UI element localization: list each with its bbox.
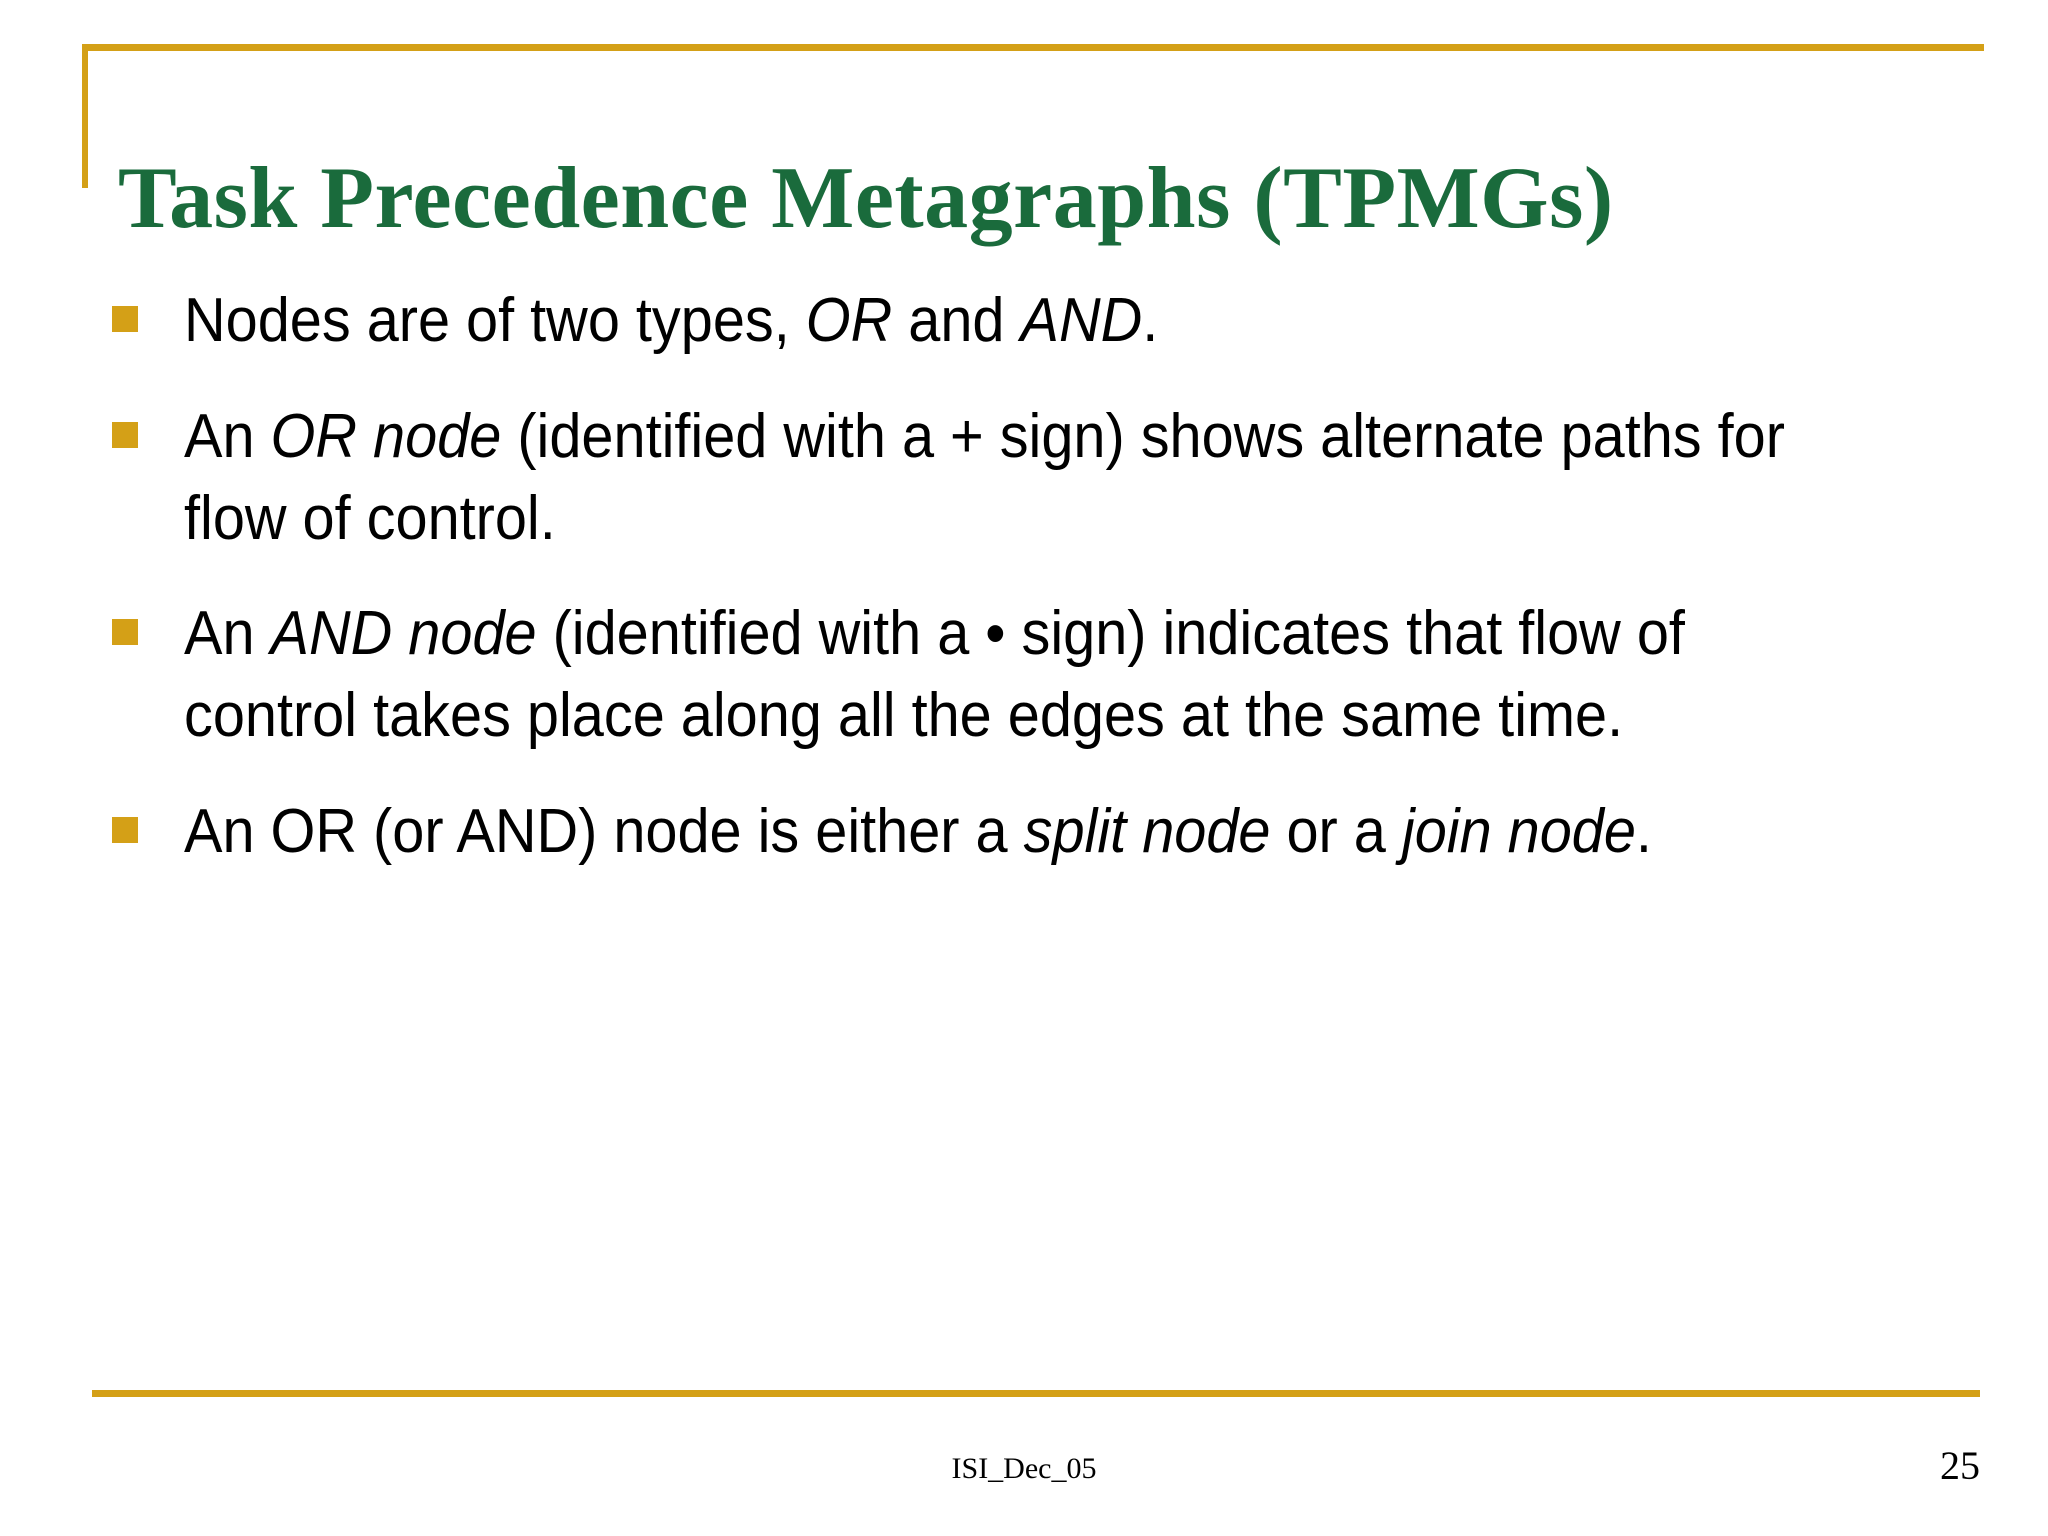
bullet-item: An OR node (identified with a + sign) sh… [112,396,1952,560]
text-run: AND [1020,286,1143,355]
bullet-item: An OR (or AND) node is either a split no… [112,791,1952,873]
bullet-node-types: Nodes are of two types, OR and AND. [184,280,1828,362]
left-accent-rule [82,44,88,188]
text-run: An OR (or AND) node is either a [184,797,1024,867]
bullet-list: Nodes are of two types, OR and AND.An OR… [112,280,1952,907]
bottom-accent-rule [92,1390,1980,1397]
bullet-and-node: An AND node (identified with a • sign) i… [184,593,1828,757]
square-bullet-icon [112,421,138,448]
text-run: and [892,286,1021,355]
text-run: OR [805,286,893,355]
bullet-or-node: An OR node (identified with a + sign) sh… [184,396,1828,560]
text-run: . [1635,797,1652,867]
square-bullet-icon [112,817,138,844]
text-run: . [1142,286,1159,355]
square-bullet-icon [112,306,138,332]
footer-label: ISI_Dec_05 [951,1452,1097,1485]
bullet-split-join: An OR (or AND) node is either a split no… [184,791,1828,873]
text-run: (identified with a + sign) shows alterna… [184,401,1785,553]
top-accent-rule [82,44,1984,51]
text-run: (identified with a • sign) indicates tha… [184,599,1685,751]
bullet-item: Nodes are of two types, OR and AND. [112,280,1952,362]
text-run: An [184,599,271,669]
text-run: split node [1023,797,1271,867]
text-run: or a [1270,797,1402,867]
page-number: 25 [1940,1443,1980,1488]
text-run: AND node [270,599,537,669]
square-bullet-icon [112,619,138,646]
text-run: join node [1401,797,1636,867]
text-run: An [184,401,271,471]
text-run: Nodes are of two types, [184,286,806,355]
text-run: OR node [270,401,502,471]
slide-title: Task Precedence Metagraphs (TPMGs) [118,149,1614,247]
bullet-item: An AND node (identified with a • sign) i… [112,593,1952,757]
